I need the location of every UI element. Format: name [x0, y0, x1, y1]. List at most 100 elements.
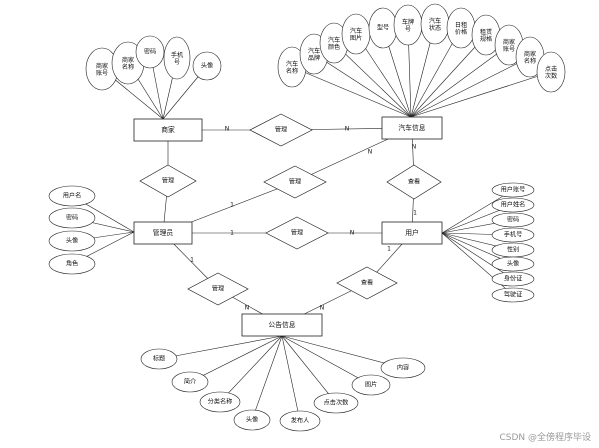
entity-label: 公告信息	[268, 320, 295, 329]
attribute-oval	[163, 36, 191, 80]
entity-label: 商家	[161, 125, 175, 134]
attribute-oval	[491, 256, 535, 272]
attribute-label: 密码	[507, 216, 519, 224]
attribute-oval	[380, 357, 426, 379]
cardinality-label: 1	[230, 230, 234, 237]
attribute-label: 性别	[507, 246, 519, 254]
attribute-label: 商家名称	[524, 50, 536, 65]
entity-box	[133, 118, 203, 142]
cardinality-label: N	[345, 126, 350, 133]
attribute-oval	[140, 348, 178, 370]
attribute-label: 标题	[153, 355, 165, 363]
relationship-diamond	[139, 164, 197, 198]
entity-label: 汽车信息	[398, 123, 425, 132]
attribute-oval	[135, 35, 165, 69]
cardinality-label: N	[350, 230, 355, 237]
attribute-label: 头像	[201, 62, 213, 70]
relationship-label: 管理	[289, 178, 301, 186]
attribute-line	[333, 42, 412, 118]
attribute-line	[281, 335, 301, 422]
attribute-label: 汽车颜色	[328, 36, 340, 51]
attribute-oval	[48, 253, 96, 275]
relationship-label: 查看	[361, 279, 373, 287]
attribute-label: 头像	[66, 237, 78, 245]
attribute-line	[313, 53, 412, 118]
attribute-line	[281, 335, 372, 386]
attribute-label: 分类名称	[208, 398, 233, 406]
relationship-label: 查看	[408, 178, 420, 186]
relationship-label: 管理	[212, 285, 224, 293]
attribute-oval	[192, 51, 222, 81]
attribute-oval	[48, 185, 96, 207]
attribute-oval	[313, 392, 359, 414]
attribute-label: 型号	[377, 24, 389, 32]
attribute-label: 用户名	[63, 192, 82, 200]
attribute-oval	[491, 271, 535, 287]
relationship-label: 管理	[275, 126, 287, 134]
attribute-line	[219, 335, 283, 403]
attribute-label: 车牌号	[402, 18, 414, 33]
cardinality-label: 1	[230, 202, 234, 209]
attribute-oval	[48, 207, 96, 229]
attribute-label: 商家账号	[503, 38, 515, 53]
attribute-line	[410, 34, 487, 118]
attribute-label: 身份证	[504, 275, 523, 283]
attribute-oval	[491, 197, 535, 213]
relationship-diamond	[386, 164, 442, 200]
cardinality-label: 1	[387, 246, 391, 253]
attribute-line	[410, 71, 552, 118]
relationship-diamond	[187, 272, 249, 306]
attribute-oval	[279, 410, 321, 432]
relationship-label: 管理	[162, 177, 174, 185]
watermark: CSDN @全傍程序毕设	[499, 433, 591, 443]
attribute-line	[410, 44, 510, 118]
attribute-label: 汽车名称	[286, 60, 298, 75]
relationship-diamond	[263, 165, 327, 199]
entity-box	[381, 221, 443, 245]
attribute-label: 汽车品牌	[308, 47, 320, 62]
attribute-label: 点击次数	[324, 399, 350, 407]
attribute-label: 内容	[397, 364, 409, 372]
attribute-label: 日租价格	[455, 21, 468, 36]
entity-box	[381, 116, 443, 140]
entity-label: 用户	[405, 228, 419, 237]
attribute-line	[410, 56, 531, 118]
attribute-label: 简介	[184, 378, 197, 386]
cardinality-label: N	[368, 149, 373, 156]
attribute-line	[441, 232, 514, 280]
attribute-oval	[491, 182, 535, 198]
attribute-label: 驾驶证	[504, 291, 523, 299]
attribute-label: 租赁规格	[480, 28, 493, 43]
attribute-label: 汽车图片	[350, 27, 362, 42]
entity-label: 管理员	[153, 228, 174, 237]
cardinality-label: N	[245, 305, 250, 312]
attribute-label: 用户账号	[501, 186, 526, 194]
attribute-oval	[199, 391, 241, 413]
attribute-oval	[536, 51, 566, 93]
attribute-line	[251, 335, 283, 421]
attribute-oval	[351, 374, 391, 396]
entity-box	[241, 313, 323, 337]
attribute-label: 头像	[246, 416, 258, 424]
attribute-oval	[48, 230, 96, 252]
attribute-oval	[491, 227, 535, 243]
attribute-label: 点击次数	[545, 65, 558, 80]
cardinality-label: N	[412, 144, 417, 151]
attribute-oval	[171, 371, 209, 393]
relationship-diamond	[249, 113, 313, 147]
attribute-label: 用户姓名	[501, 201, 526, 209]
attribute-line	[291, 66, 412, 118]
attribute-label: 图片	[365, 381, 377, 389]
attribute-oval	[233, 409, 271, 431]
attribute-oval	[491, 212, 535, 228]
cardinality-label: 1	[190, 257, 194, 264]
entity-box	[133, 221, 193, 245]
cardinality-label: N	[225, 126, 230, 133]
attribute-label: 商家名称	[122, 56, 134, 71]
attribute-line	[281, 335, 404, 369]
attribute-label: 密码	[66, 214, 78, 222]
cardinality-label: N	[320, 305, 325, 312]
attribute-line	[189, 335, 283, 383]
attribute-label: 密码	[144, 48, 156, 56]
relationship-label: 管理	[291, 229, 303, 237]
